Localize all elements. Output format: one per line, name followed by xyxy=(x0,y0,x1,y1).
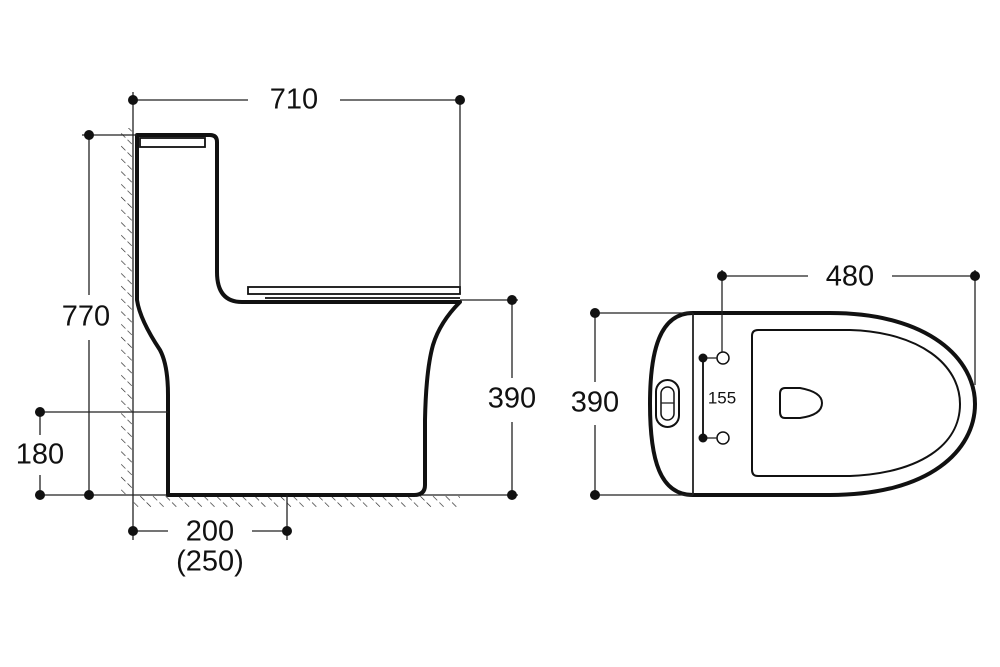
dimension-seat-height: 390 xyxy=(460,295,536,500)
dimension-overall-height: 770 xyxy=(62,130,137,500)
wall-hatching xyxy=(120,128,133,495)
toilet-top-outline xyxy=(648,311,977,497)
bolt-hole-top xyxy=(716,351,730,365)
dimension-depth: 390 xyxy=(571,308,693,500)
dimension-overall-width: 480 xyxy=(717,261,980,385)
dimension-label-180: 180 xyxy=(16,439,64,471)
floor-hatching xyxy=(133,496,460,508)
top-view: 155 480 390 xyxy=(571,261,980,500)
dimension-label-770: 770 xyxy=(62,301,110,333)
dimension-label-480: 480 xyxy=(826,261,874,293)
dimension-rough-in: 200 (250) xyxy=(128,495,292,578)
side-view: 710 770 180 390 xyxy=(16,84,536,578)
bolt-hole-bottom xyxy=(716,431,730,445)
dimension-inlet-height: 180 xyxy=(16,407,168,500)
dimension-label-250: (250) xyxy=(176,546,244,578)
dimension-label-390-top: 390 xyxy=(571,387,619,419)
bowl-outlet xyxy=(779,387,824,419)
dimension-label-710: 710 xyxy=(270,84,318,116)
flush-button-icon xyxy=(655,379,680,428)
seat-outline xyxy=(751,329,962,477)
dimension-label-390-side: 390 xyxy=(488,383,536,415)
dimension-label-155: 155 xyxy=(708,388,736,407)
tank-lid xyxy=(139,137,206,148)
dimension-overall-length: 710 xyxy=(128,84,465,292)
seat-lid xyxy=(247,286,461,295)
toilet-side-outline xyxy=(135,133,462,497)
dimension-bolt-spacing: 155 xyxy=(698,353,736,443)
dimension-label-200: 200 xyxy=(186,516,234,548)
